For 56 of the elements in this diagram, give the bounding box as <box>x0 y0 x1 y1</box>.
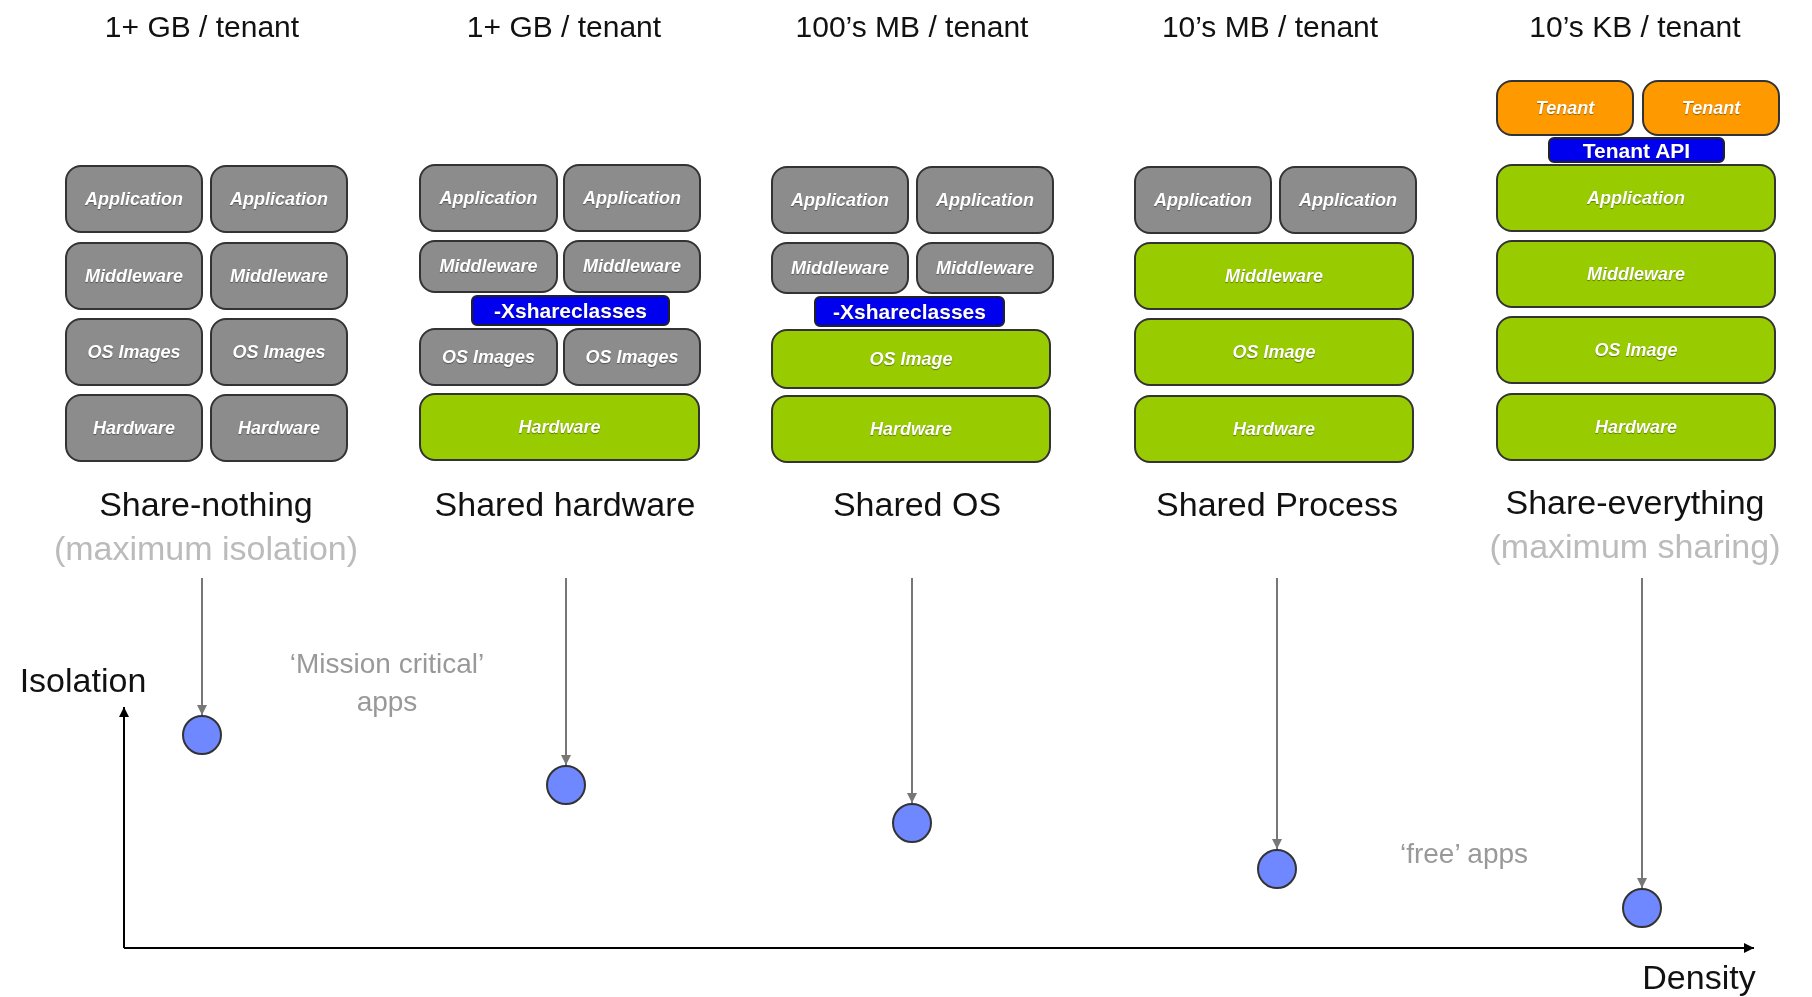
arrow <box>1637 577 1647 889</box>
axis-label: Isolation <box>18 660 148 701</box>
layer-box: OS Images <box>65 318 203 386</box>
model-title: Share-nothing <box>99 484 313 525</box>
layer-box: Hardware <box>65 394 203 462</box>
shared-layer-box: Hardware <box>1134 395 1414 463</box>
layer-box: Middleware <box>210 242 348 310</box>
layer-box: OS Images <box>210 318 348 386</box>
layer-box: Application <box>771 166 909 234</box>
axis-label: Density <box>1641 957 1757 997</box>
footprint-label: 10’s KB / tenant <box>1528 9 1742 45</box>
layer-box: Middleware <box>771 242 909 294</box>
layer-box: Application <box>916 166 1054 234</box>
layer-box: Application <box>563 164 701 232</box>
layer-box: Middleware <box>65 242 203 310</box>
model-subtitle: (maximum sharing) <box>1489 526 1781 567</box>
shared-layer-box: OS Image <box>771 329 1051 389</box>
layer-box: Middleware <box>916 242 1054 294</box>
arrow <box>907 577 917 804</box>
option-tag: -Xshareclasses <box>814 296 1005 327</box>
footprint-label: 1+ GB / tenant <box>103 9 301 45</box>
option-tag: Tenant API <box>1548 137 1725 163</box>
footprint-label: 10’s MB / tenant <box>1160 9 1380 45</box>
model-title: Share-everything <box>1505 482 1765 523</box>
shared-layer-box: Middleware <box>1134 242 1414 310</box>
shared-layer-box: OS Image <box>1496 316 1776 384</box>
model-title: Shared Process <box>1156 484 1398 525</box>
layer-box: Application <box>419 164 558 232</box>
arrow <box>1272 577 1282 850</box>
footprint-label: 1+ GB / tenant <box>465 9 663 45</box>
layer-box: Application <box>1134 166 1272 234</box>
layer-box: OS Images <box>563 328 701 386</box>
layer-box: Middleware <box>563 240 701 293</box>
layer-box: Middleware <box>419 240 558 293</box>
shared-layer-box: Hardware <box>419 393 700 461</box>
tenant-box: Tenant <box>1642 80 1780 136</box>
arrow <box>561 577 571 766</box>
shared-layer-box: OS Image <box>1134 318 1414 386</box>
note-text: ‘free’ apps <box>1398 837 1530 871</box>
shared-layer-box: Middleware <box>1496 240 1776 308</box>
layer-box: Hardware <box>210 394 348 462</box>
layer-box: Application <box>1279 166 1417 234</box>
footprint-label: 100’s MB / tenant <box>794 9 1030 45</box>
model-subtitle: (maximum isolation) <box>53 528 359 569</box>
shared-layer-box: Hardware <box>1496 393 1776 461</box>
shared-layer-box: Hardware <box>771 395 1051 463</box>
layer-box: OS Images <box>419 328 558 386</box>
model-title: Shared OS <box>832 484 1002 525</box>
tenant-box: Tenant <box>1496 80 1634 136</box>
layer-box: Application <box>210 165 348 233</box>
layer-box: Application <box>65 165 203 233</box>
option-tag: -Xshareclasses <box>471 295 670 326</box>
arrow <box>197 577 207 716</box>
model-title: Shared hardware <box>434 484 696 525</box>
shared-layer-box: Application <box>1496 164 1776 232</box>
note-text: ‘Mission critical’ apps <box>288 647 486 719</box>
